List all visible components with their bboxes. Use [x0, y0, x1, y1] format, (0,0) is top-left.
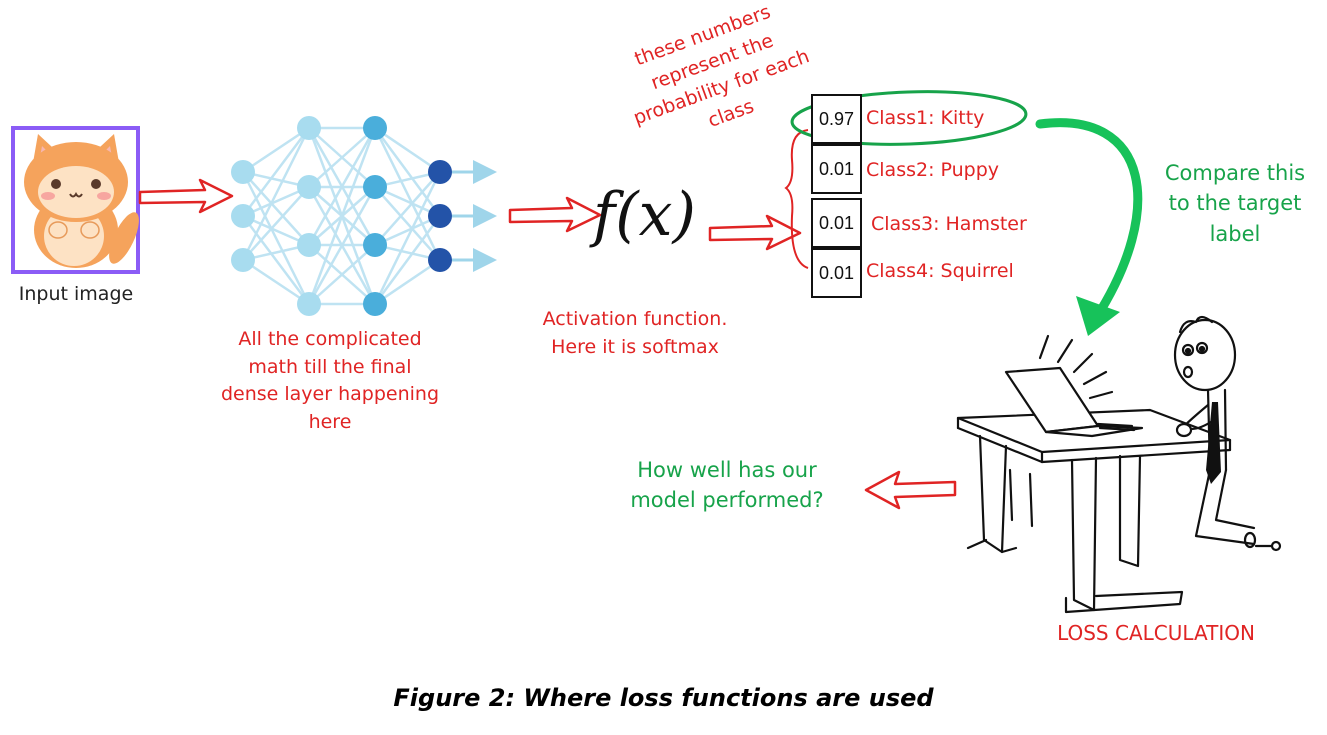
probability-box: 0.01 — [811, 144, 862, 194]
network-edge — [374, 126, 441, 174]
network-caption-line: math till the final — [248, 355, 412, 378]
activation-caption: Activation function. Here it is softmax — [520, 306, 750, 361]
network-edge — [307, 127, 377, 305]
loss-calculation-label: LOSS CALCULATION — [1057, 621, 1255, 645]
network-edge — [241, 127, 311, 261]
activation-caption-line: Activation function. — [542, 308, 728, 330]
neuron — [231, 204, 255, 228]
neuron — [297, 116, 321, 140]
neuron — [363, 233, 387, 257]
network-edge — [373, 127, 442, 217]
input-image — [11, 126, 140, 274]
highlight-ellipse — [790, 90, 1028, 146]
class-label: Class4: Squirrel — [866, 260, 1014, 282]
network-edge — [242, 258, 310, 306]
network-edge — [242, 127, 310, 217]
network-edge — [307, 127, 377, 246]
network-edge — [242, 126, 310, 174]
arrow-network-to-activation — [508, 196, 602, 233]
loss-illustration — [956, 315, 1282, 614]
performance-question-line: model performed? — [630, 488, 824, 513]
compare-note: Compare this to the target label — [1146, 158, 1324, 249]
arrow-activation-to-outputs — [708, 214, 802, 251]
compare-arrow — [1035, 118, 1143, 336]
network-caption-line: here — [308, 410, 352, 433]
neuron — [231, 248, 255, 272]
laptop-icon — [1004, 334, 1144, 438]
network-caption-line: dense layer happening — [220, 383, 440, 406]
probability-box: 0.97 — [811, 94, 862, 144]
performance-question-line: How well has our — [637, 458, 817, 482]
network-connections — [241, 126, 497, 306]
class-label: Class1: Kitty — [866, 107, 985, 129]
arrow-input-to-network — [138, 178, 234, 214]
network-edge — [374, 171, 441, 246]
neuron — [231, 160, 255, 184]
network-caption: All the complicated math till the final … — [205, 326, 455, 436]
neuron — [428, 160, 452, 184]
network-edge — [373, 215, 442, 305]
network-edge — [373, 171, 442, 305]
desk-illustration — [956, 408, 1232, 614]
neuron — [363, 175, 387, 199]
network-edge — [374, 258, 441, 306]
stick-figure — [1173, 315, 1282, 552]
neuron — [363, 116, 387, 140]
class-label: Class2: Puppy — [866, 159, 1000, 181]
network-edge — [242, 185, 310, 218]
neuron — [428, 248, 452, 272]
network-edge — [242, 171, 310, 246]
network-edge — [373, 127, 442, 261]
network-caption-line: All the complicated — [238, 328, 422, 350]
probability-box: 0.01 — [811, 248, 862, 298]
neuron — [363, 292, 387, 316]
figure-caption: Figure 2: Where loss functions are used — [393, 684, 934, 712]
network-edge — [308, 244, 376, 305]
performance-question: How well has our model performed? — [612, 455, 842, 516]
neuron — [428, 204, 452, 228]
network-edge — [242, 214, 310, 247]
compare-note-line: to the target — [1168, 191, 1302, 216]
network-edge — [307, 186, 377, 305]
probability-brace — [784, 129, 809, 269]
network-edge — [308, 127, 376, 188]
input-image-label: Input image — [18, 283, 134, 305]
arrow-loss-to-question — [864, 470, 957, 510]
neuron — [297, 175, 321, 199]
neuron — [297, 292, 321, 316]
kitten-icon — [24, 134, 139, 268]
activation-caption-line: Here it is softmax — [551, 335, 719, 358]
neuron — [297, 233, 321, 257]
network-edge — [242, 186, 310, 261]
network-edge — [374, 186, 441, 261]
network-edge — [242, 215, 310, 305]
neural-network — [231, 116, 452, 316]
compare-note-line: label — [1209, 221, 1261, 246]
class-label: Class3: Hamster — [871, 213, 1027, 235]
activation-symbol: f(x) — [593, 180, 696, 250]
network-edge — [241, 171, 311, 305]
probability-box: 0.01 — [811, 198, 862, 248]
compare-note-line: Compare this — [1164, 161, 1306, 185]
